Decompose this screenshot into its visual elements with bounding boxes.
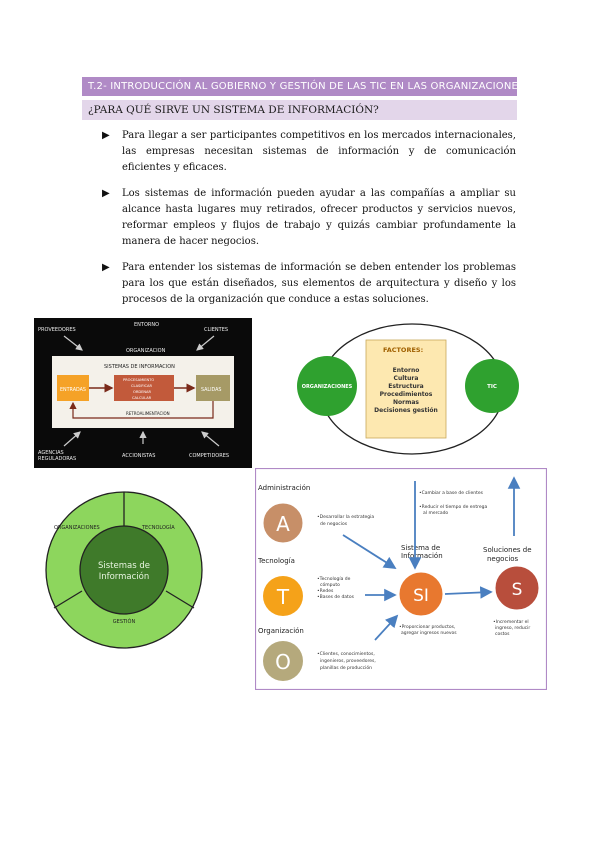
label-reguladoras: REGULADORAS <box>38 456 76 462</box>
factor-item: Estructura <box>388 383 423 390</box>
systems-diagram: PROVEEDORES ENTORNO CLIENTES ORGANIZACIO… <box>34 318 252 468</box>
label-organizaciones: ORGANIZACIONES <box>302 384 353 390</box>
note-s-3: costos <box>495 631 510 637</box>
note-si-2: agregar ingresos nuevos <box>401 630 457 636</box>
subsection-title-bar: ¿PARA QUÉ SIRVE UN SISTEMA DE INFORMACIÓ… <box>82 100 517 120</box>
divider <box>165 590 195 609</box>
letters-si: SI <box>413 586 429 606</box>
center-label-2: Información <box>99 571 150 582</box>
organizaciones-circle <box>297 356 357 416</box>
circle-si <box>398 571 444 617</box>
label-administracion: Administración <box>258 484 310 492</box>
arrow <box>196 335 215 351</box>
label-competidores: COMPETIDORES <box>189 453 229 459</box>
note-top-1: •Cambiar a base de clientes <box>419 490 484 496</box>
arrow <box>201 431 220 447</box>
inner-circle <box>79 525 169 615</box>
circle-a <box>262 502 304 544</box>
label-ordenar: ORDENAR <box>133 390 152 394</box>
entradas-box <box>57 375 89 401</box>
circle-t <box>263 576 303 616</box>
factor-item: Cultura <box>394 375 419 382</box>
label-negocios: negocios <box>487 555 519 563</box>
letter-t: T <box>276 585 290 609</box>
factors-diagram: FACTORES: Entorno Cultura Estructura Pro… <box>294 318 526 460</box>
note-si-1: •Proporcionar productos, <box>399 624 455 630</box>
arrow <box>444 586 493 599</box>
arrow <box>63 431 81 447</box>
factor-item: Procedimientos <box>380 391 433 398</box>
label-accionistas: ACCIONISTAS <box>122 453 155 459</box>
note-org-3: planillas de producción <box>320 664 372 671</box>
label-agencias: AGENCIAS <box>38 450 64 456</box>
note-tec-4: •Bases de datos <box>317 594 355 600</box>
note-top-2: •Reducir el tiempo de entrega <box>419 504 488 510</box>
letter-s: S <box>512 580 523 600</box>
label-tic: TIC <box>487 384 497 390</box>
label-entorno: ENTORNO <box>134 322 159 328</box>
bullet-item: Para entender los sistemas de informació… <box>102 260 516 308</box>
factor-item: Decisiones gestión <box>374 407 438 414</box>
note-tec-1: •Tecnología de <box>317 575 351 582</box>
label-tecnologia: Tecnología <box>257 557 295 565</box>
feedback-arrow <box>69 401 214 419</box>
note-s-1: •Incrementar el <box>493 619 529 625</box>
circle-o <box>263 641 303 681</box>
center-label-1: Sistemas de <box>98 561 150 571</box>
ato-diagram: Administración A Tecnología T Organizaci… <box>255 468 547 690</box>
divider <box>53 590 83 609</box>
label-clasificar: CLASIFICAR <box>131 384 152 388</box>
letter-o: O <box>275 650 291 674</box>
note-org-1: •Clientes, conocimientos, <box>317 651 375 657</box>
procesamiento-box <box>114 375 174 401</box>
donut-diagram: ORGANIZACIONES TECNOLOGÍA GESTIÓN Sistem… <box>44 490 204 650</box>
letter-a: A <box>276 512 290 536</box>
arrow <box>374 614 399 641</box>
bullet-item: Para llegar a ser participantes competit… <box>102 128 516 176</box>
label-retroalimentacion: RETROALIMENTACION <box>126 411 170 416</box>
label-sistema: Sistema de <box>401 544 440 552</box>
label-procesamiento: PROCESAMIENTO <box>123 378 154 382</box>
note-org-2: ingenieros, proveedores, <box>320 658 376 664</box>
label-calcular: CALCULAR <box>132 396 152 400</box>
bullet-item: Los sistemas de información pueden ayuda… <box>102 186 516 250</box>
note-admin-2: de negocios <box>320 521 348 527</box>
note-tec-2: cómputo <box>320 581 340 588</box>
label-proveedores: PROVEEDORES <box>38 327 76 333</box>
arrow <box>63 335 83 351</box>
factores-title: FACTORES: <box>383 346 423 354</box>
label-clientes: CLIENTES <box>204 327 228 333</box>
label-soluciones: Soluciones de <box>483 546 532 554</box>
arrow <box>342 534 397 569</box>
note-s-2: ingreso, reducir <box>495 625 530 631</box>
note-tec-3: •Redes <box>317 588 334 594</box>
label-organizacion: ORGANIZACION <box>126 348 166 354</box>
label-gestion: GESTIÓN <box>113 618 136 625</box>
salidas-box <box>196 375 230 401</box>
tic-circle <box>465 359 519 413</box>
section-title: T.2- INTRODUCCIÓN AL GOBIERNO Y GESTIÓN … <box>88 81 517 92</box>
label-organizaciones: ORGANIZACIONES <box>54 525 100 531</box>
factor-item: Entorno <box>393 367 420 374</box>
label-tecnologia: TECNOLOGÍA <box>141 524 175 531</box>
label-sistemas: SISTEMAS DE INFORMACION <box>104 364 175 370</box>
circle-s <box>494 565 540 611</box>
subsection-title: ¿PARA QUÉ SIRVE UN SISTEMA DE INFORMACIÓ… <box>88 104 379 116</box>
label-salidas: SALIDAS <box>201 387 221 393</box>
factor-item: Normas <box>393 399 419 406</box>
label-organizacion: Organización <box>258 627 304 635</box>
label-informacion: Información <box>401 552 443 560</box>
label-entradas: ENTRADAS <box>60 387 86 393</box>
section-title-bar: T.2- INTRODUCCIÓN AL GOBIERNO Y GESTIÓN … <box>82 77 517 96</box>
bullet-list: Para llegar a ser participantes competit… <box>102 128 516 318</box>
factores-box <box>365 339 447 439</box>
note-top-3: al mercado <box>423 510 448 516</box>
note-admin-1: •Desarrollar la estrategia <box>317 514 374 520</box>
